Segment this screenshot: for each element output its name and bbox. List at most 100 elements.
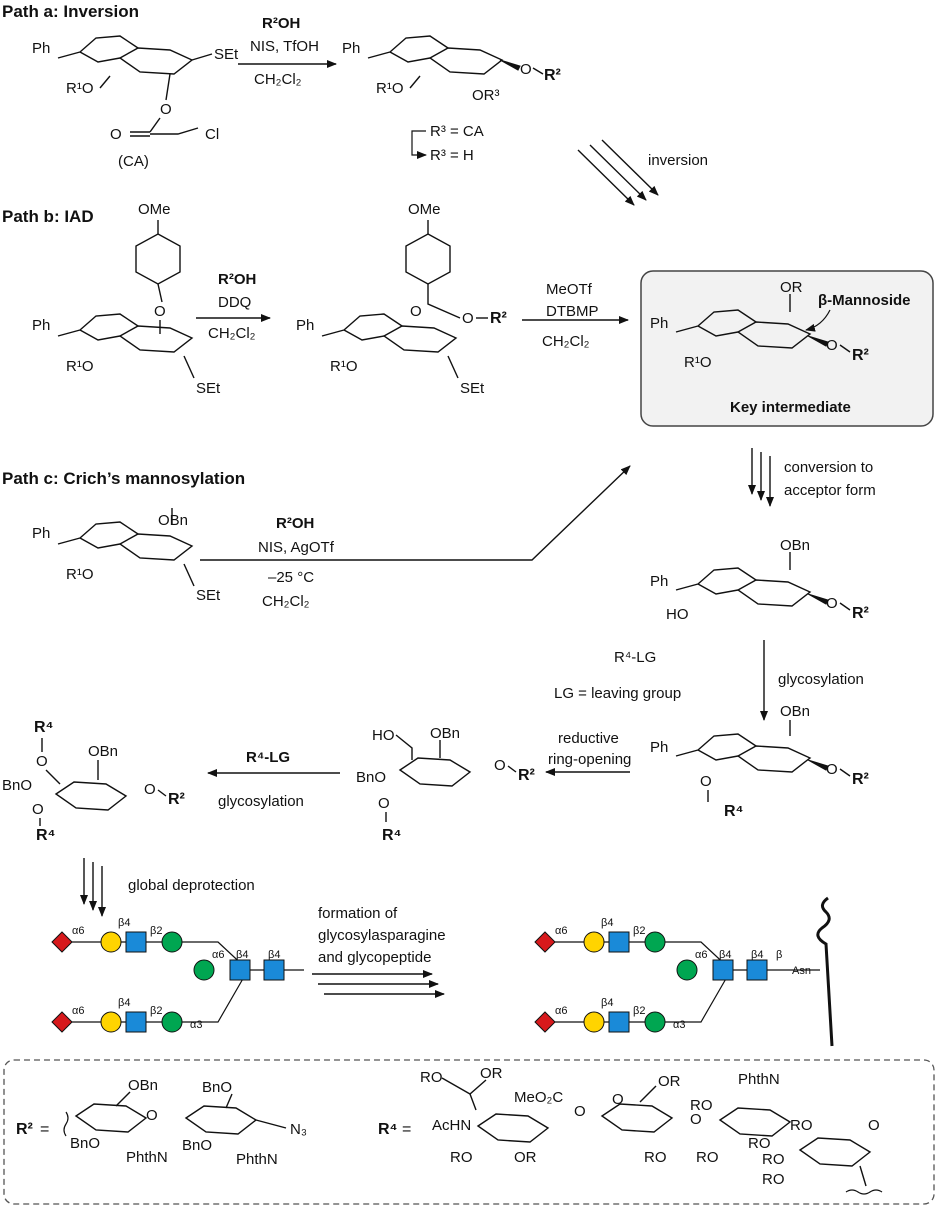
sialic-acid-bottom — [51, 1011, 73, 1033]
r2-o-link: O — [146, 1107, 158, 1124]
path-b-step2-reagent-3: CH₂Cl₂ — [542, 333, 590, 350]
r-group-definitions: R² = OBn BnO PhthN O BnO BnO PhthN N₃ R⁴… — [3, 1059, 935, 1205]
sm-b-set-label: SEt — [196, 380, 221, 397]
gr-branch-upper: α6 — [695, 949, 707, 961]
sm-a-r1o-label: R¹O — [66, 80, 94, 97]
fin-obn-label: OBn — [88, 743, 118, 760]
conversion-label-1: conversion to — [784, 459, 873, 476]
glycan-right: α6 β4 β2 α6 β4 β2 α6 α3 β4 β4 β Asn — [534, 896, 834, 1047]
gl-link-bot-1: α6 — [72, 1005, 84, 1017]
open-r2-label: R² — [518, 767, 535, 784]
r4-ro-2: RO — [450, 1149, 473, 1166]
sm-a-ph-label: Ph — [32, 40, 50, 57]
glyco-label: glycosylation — [778, 671, 864, 688]
sm-b-ph-label: Ph — [32, 317, 50, 334]
mannose-bottom — [161, 1011, 183, 1033]
r-sialic-acid-top — [534, 931, 556, 953]
key-r2-label: R² — [852, 347, 869, 364]
gr-core-1: β4 — [719, 949, 731, 961]
prod-a-ph-label: Ph — [342, 40, 360, 57]
path-b-step1-reagent-3: CH₂Cl₂ — [208, 325, 256, 342]
r2-def-label: R² — [16, 1121, 33, 1138]
sialic-acid-top — [51, 931, 73, 953]
sm-a-o-ring: O — [160, 101, 172, 118]
glycan-left: α6 β4 β2 α6 β4 β2 α6 α3 β4 β4 — [51, 917, 304, 1033]
sm-c-obn-label: OBn — [158, 512, 188, 529]
acc-ph-label: Ph — [650, 573, 668, 590]
glcnac-top — [125, 931, 147, 953]
r-glcnac-core-2 — [746, 959, 768, 981]
glycosylation-step: R⁴-LG LG = leaving group glycosylation — [554, 640, 864, 721]
r-glcnac-core-1 — [712, 959, 734, 981]
gr-link-top-3: β2 — [633, 925, 645, 937]
key-r1o-label: R¹O — [684, 354, 712, 371]
fin-o-bot: O — [32, 801, 44, 818]
open-o2: O — [494, 757, 506, 774]
formation-label-3: and glycopeptide — [318, 949, 431, 966]
path-c-starting-material: Ph R¹O OBn SEt — [32, 508, 221, 604]
gl-core-2: β4 — [268, 949, 280, 961]
beta-mannoside-label: β-Mannoside — [818, 292, 911, 309]
r4-ro-3: RO — [644, 1149, 667, 1166]
conversion-arrows: conversion to acceptor form — [748, 448, 876, 507]
r3-note-ca: R³ = CA — [430, 123, 484, 140]
glcnac-core-1 — [229, 959, 251, 981]
r4-def-eq: = — [402, 1121, 411, 1138]
r2-obn-label: OBn — [128, 1077, 158, 1094]
path-a-product: Ph R¹O OR³ O R² R³ = CA R³ = H — [342, 35, 561, 164]
r2-bno-1: BnO — [70, 1135, 100, 1152]
r4-ro-6: RO — [748, 1135, 771, 1152]
r4-o-ring: O — [612, 1091, 624, 1108]
path-a-starting-material: Ph R¹O SEt O O Cl (CA) — [32, 35, 239, 170]
mannose-core — [193, 959, 215, 981]
path-c-reagent-2: NIS, AgOTf — [258, 539, 335, 556]
r2-n3-label: N₃ — [290, 1121, 307, 1138]
mid-b-o: O — [410, 303, 422, 320]
sm-a-carbonyl-o: O — [110, 126, 122, 143]
path-b-intermediate: OMe O R² O Ph R¹O SEt — [296, 201, 507, 397]
r4-o-link-1: O — [574, 1103, 586, 1120]
second-glycosylation-arrow: R⁴-LG glycosylation — [207, 749, 340, 810]
fin-r2-label: R² — [168, 791, 185, 808]
gr-asn-label: Asn — [792, 965, 811, 977]
fin-o-an: O — [144, 781, 156, 798]
galactose-top — [100, 931, 122, 953]
r4-ro-1: RO — [420, 1069, 443, 1086]
r2-wavy-bond — [63, 1111, 69, 1137]
fin-o-top: O — [36, 753, 48, 770]
path-b-arrow-1: R²OH DDQ CH₂Cl₂ — [196, 271, 271, 342]
gr-core-2: β4 — [751, 949, 763, 961]
glyco-reagent: R⁴-LG — [614, 649, 656, 666]
path-b-arrow-2: MeOTf DTBMP CH₂Cl₂ — [522, 281, 629, 350]
acc-r2-label: R² — [852, 605, 869, 622]
key-intermediate-box: Ph R¹O OR O R² β-Mannoside Key intermedi… — [640, 270, 934, 427]
r4-meo2c: MeO₂C — [514, 1089, 563, 1106]
r-glcnac-bottom — [608, 1011, 630, 1033]
header-path-c: Path c: Crich’s mannosylation — [2, 469, 245, 488]
open-obn-label: OBn — [430, 725, 460, 742]
r-mannose-bottom — [644, 1011, 666, 1033]
r4-achn: AcHN — [432, 1117, 471, 1134]
gl-link-top-3: β2 — [150, 925, 162, 937]
inversion-arrows: inversion — [577, 139, 708, 206]
path-a-arrow: R²OH NIS, TfOH CH₂Cl₂ — [238, 15, 337, 88]
conversion-label-2: acceptor form — [784, 482, 876, 499]
mid-b-ph-label: Ph — [296, 317, 314, 334]
glcnac-core-2 — [263, 959, 285, 981]
r4-o-ring-2: O — [868, 1117, 880, 1134]
gl-link-top-2: β4 — [118, 917, 130, 929]
peptide-wavy-bond — [816, 896, 834, 1047]
prod-a-or3-label: OR³ — [472, 87, 500, 104]
global-deprotection-arrows: global deprotection — [80, 858, 255, 917]
mid-b-ome: OMe — [408, 201, 441, 218]
path-c-reagent-4: CH₂Cl₂ — [262, 593, 310, 610]
r4-ro-4: RO — [690, 1097, 713, 1114]
acc-ho-label: HO — [666, 606, 689, 623]
sm-c-set-label: SEt — [196, 587, 221, 604]
gly-ph-label: Ph — [650, 739, 668, 756]
opened-structure: HO BnO OBn O R⁴ O R² — [356, 725, 535, 844]
gl-branch-lower: α3 — [190, 1019, 202, 1031]
r-mannose-core — [676, 959, 698, 981]
r2-phthn-1: PhthN — [126, 1149, 168, 1166]
final-protected-structure: R⁴ O BnO OBn O R⁴ O R² — [2, 719, 185, 844]
